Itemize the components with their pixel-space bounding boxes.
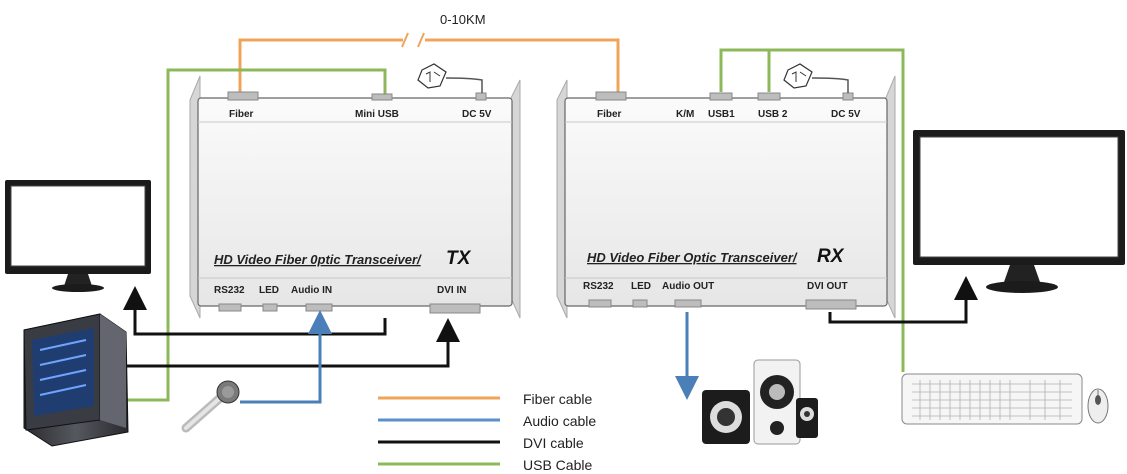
right-monitor-icon [913, 130, 1125, 293]
dvi-cables [123, 276, 978, 368]
speakers-icon [702, 359, 818, 445]
rx-port-km: K/M [676, 109, 694, 120]
pc-tower-icon [23, 313, 129, 447]
tx-audio-port [305, 303, 333, 312]
legend-label-dvi: DVI cable [523, 435, 584, 451]
legend-label-audio: Audio cable [523, 413, 596, 429]
tx-power-adapter-icon [417, 63, 483, 93]
tx-port-mini-usb: Mini USB [355, 109, 399, 120]
usb-cable-tx [127, 68, 387, 402]
tx-port-led: LED [259, 285, 279, 296]
rx-audio-port [674, 299, 702, 308]
tx-port-dc: DC 5V [462, 109, 492, 120]
tx-fiber-port [227, 91, 259, 101]
rx-port-fiber: Fiber [597, 109, 622, 120]
tx-port-audio-in: Audio IN [291, 285, 332, 296]
rx-fiber-port [595, 91, 627, 101]
rx-dvi-port [805, 299, 857, 310]
tx-port-dvi-in: DVI IN [437, 285, 466, 296]
rx-port-audio-out: Audio OUT [662, 281, 714, 292]
rx-power-adapter-icon [783, 63, 849, 93]
rx-title: HD Video Fiber Optic Transceiver/ [587, 250, 798, 265]
microphone-icon [181, 380, 240, 433]
rx-port-dvi-out: DVI OUT [807, 281, 848, 292]
rx-port-led: LED [631, 281, 651, 292]
audio-cables [240, 310, 699, 404]
tx-dvi-port [429, 303, 481, 314]
rx-usb2-port [757, 92, 781, 101]
tx-title: HD Video Fiber 0ptic Transceiver/ [214, 252, 422, 267]
keyboard-icon [901, 373, 1083, 425]
tx-port-rs232: RS232 [214, 285, 245, 296]
distance-label: 0-10KM [440, 12, 486, 27]
legend: Fiber cable Audio cable DVI cable USB Ca… [378, 391, 596, 473]
rx-port-dc: DC 5V [831, 109, 861, 120]
fiber-cable [238, 38, 620, 94]
usb-cable-rx [719, 48, 905, 372]
tx-badge: TX [446, 248, 472, 269]
tx-rs232-port [218, 303, 242, 312]
rx-port-usb1: USB1 [708, 109, 735, 120]
mouse-icon [1087, 388, 1109, 424]
cable-break-icon [401, 32, 425, 48]
rx-badge: RX [817, 246, 845, 267]
tx-led-port [262, 303, 278, 312]
tx-port-fiber: Fiber [229, 109, 254, 120]
rx-port-rs232: RS232 [583, 281, 614, 292]
rx-dc-port [842, 92, 854, 101]
rx-port-usb2: USB 2 [758, 109, 788, 120]
tx-transceiver: Fiber Mini USB DC 5V HD Video Fiber 0pti… [189, 75, 521, 319]
rx-rs232-port [588, 299, 612, 308]
legend-label-fiber: Fiber cable [523, 391, 592, 407]
left-monitor-icon [5, 180, 151, 292]
tx-mini-usb-port [371, 93, 393, 101]
legend-label-usb: USB Cable [523, 457, 592, 473]
rx-usb1-port [709, 92, 733, 101]
rx-led-port [632, 299, 648, 308]
rx-transceiver: Fiber K/M USB1 USB 2 DC 5V HD Video Fibe… [556, 75, 896, 319]
tx-dc-port [475, 92, 487, 101]
